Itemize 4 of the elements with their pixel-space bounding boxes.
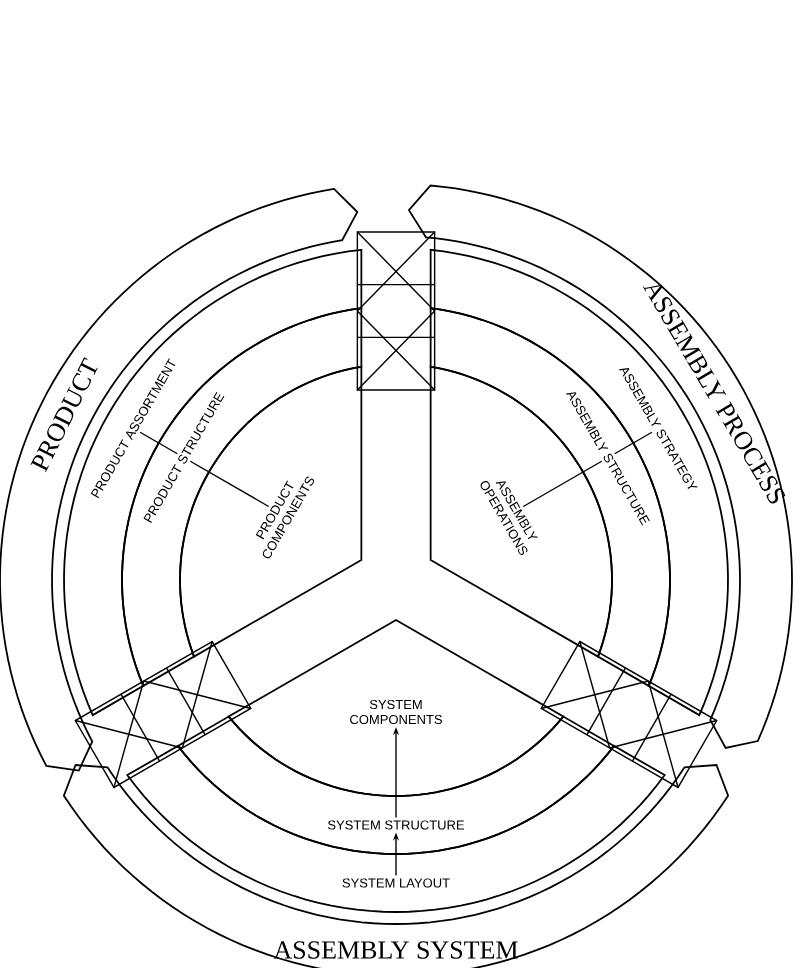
connector-line	[613, 431, 653, 455]
connector-line	[189, 460, 270, 508]
connector-line	[139, 431, 178, 455]
connector-line	[522, 460, 603, 508]
